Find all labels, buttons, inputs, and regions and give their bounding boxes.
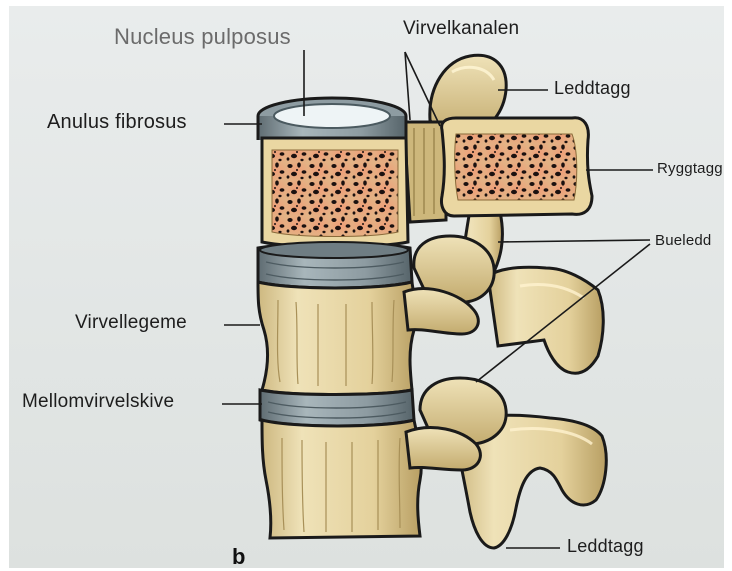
vertebral-body-marrow bbox=[272, 150, 398, 237]
label-mellomvirvelskive: Mellomvirvelskive bbox=[22, 391, 174, 413]
nucleus-pulposus bbox=[274, 104, 390, 128]
label-virvellegeme: Virvellegeme bbox=[75, 312, 187, 334]
label-anulus-fibrosus: Anulus fibrosus bbox=[47, 111, 187, 134]
spinous-marrow bbox=[455, 134, 577, 200]
leader-bueledd-a bbox=[498, 240, 650, 242]
vertebral-body-bottom bbox=[262, 420, 421, 538]
spinous-process-middle bbox=[488, 267, 603, 373]
label-bueledd: Bueledd bbox=[655, 232, 711, 249]
pedicle-top bbox=[404, 122, 446, 222]
label-ryggtagg: Ryggtagg bbox=[657, 160, 723, 177]
panel-letter: b bbox=[232, 544, 246, 570]
label-leddtagg-top: Leddtagg bbox=[554, 78, 631, 99]
label-virvelkanalen: Virvelkanalen bbox=[403, 18, 519, 40]
label-leddtagg-bottom: Leddtagg bbox=[567, 536, 644, 557]
label-nucleus-pulposus: Nucleus pulposus bbox=[114, 24, 291, 50]
